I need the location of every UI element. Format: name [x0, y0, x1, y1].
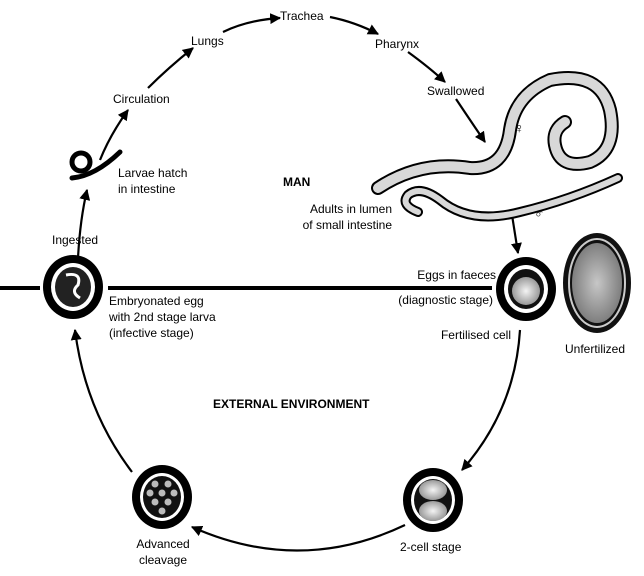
unfertilized-egg-icon	[563, 233, 631, 333]
arrow-circulation-to-lungs	[147, 47, 194, 89]
arrow-advanced-to-embryonated	[70, 328, 133, 473]
embryonated-egg-icon	[43, 255, 103, 319]
label-adults-2: of small intestine	[302, 218, 392, 232]
region-label-man: MAN	[283, 175, 311, 189]
adult-female-worm-icon	[371, 71, 619, 195]
label-adults-1: Adults in lumen	[309, 202, 392, 216]
female-symbol: ♀	[514, 120, 525, 136]
arrow-swallowed-to-adults	[455, 98, 486, 143]
region-label-external-environment: EXTERNAL ENVIRONMENT	[213, 397, 370, 411]
label-pharynx: Pharynx	[375, 37, 420, 51]
adult-male-worm-icon	[400, 173, 623, 222]
label-lungs: Lungs	[191, 34, 224, 48]
two-cell-egg-icon	[403, 468, 463, 532]
arrow-2cell-to-advanced	[190, 524, 406, 552]
label-larvae-hatch-2: in intestine	[118, 182, 176, 196]
label-eggs-in-faeces: Eggs in faeces	[417, 268, 496, 282]
arrow-ingested-to-larvae	[76, 188, 91, 259]
label-unfertilized: Unfertilized	[565, 342, 626, 356]
label-ingested: Ingested	[52, 233, 99, 247]
label-advanced-1: Advanced	[136, 537, 190, 551]
label-embryonated-3: (infective stage)	[109, 326, 194, 340]
larva-icon	[69, 149, 123, 181]
label-advanced-2: cleavage	[138, 553, 188, 567]
label-embryonated-2: with 2nd stage larva	[109, 310, 216, 324]
fertilised-egg-icon	[496, 257, 556, 321]
arrow-pharynx-to-swallowed	[407, 51, 446, 83]
arrow-adults-to-eggs	[510, 214, 522, 255]
label-swallowed: Swallowed	[427, 84, 485, 98]
label-fertilised-cell: Fertilised cell	[440, 328, 511, 342]
male-symbol: ♂	[534, 205, 545, 221]
label-embryonated-1: Embryonated egg	[109, 294, 204, 308]
label-2-cell-stage: 2-cell stage	[400, 540, 462, 554]
arrow-fertilised-to-2cell	[461, 329, 522, 471]
label-circulation: Circulation	[113, 92, 170, 106]
arrow-larvae-to-circulation	[98, 109, 129, 161]
advanced-cleavage-egg-icon	[132, 465, 192, 529]
label-diagnostic-stage: (diagnostic stage)	[398, 293, 493, 307]
label-trachea: Trachea	[280, 9, 324, 23]
arrow-lungs-to-trachea	[222, 13, 282, 33]
label-larvae-hatch-1: Larvae hatch	[118, 166, 188, 180]
arrow-trachea-to-pharynx	[329, 15, 379, 35]
